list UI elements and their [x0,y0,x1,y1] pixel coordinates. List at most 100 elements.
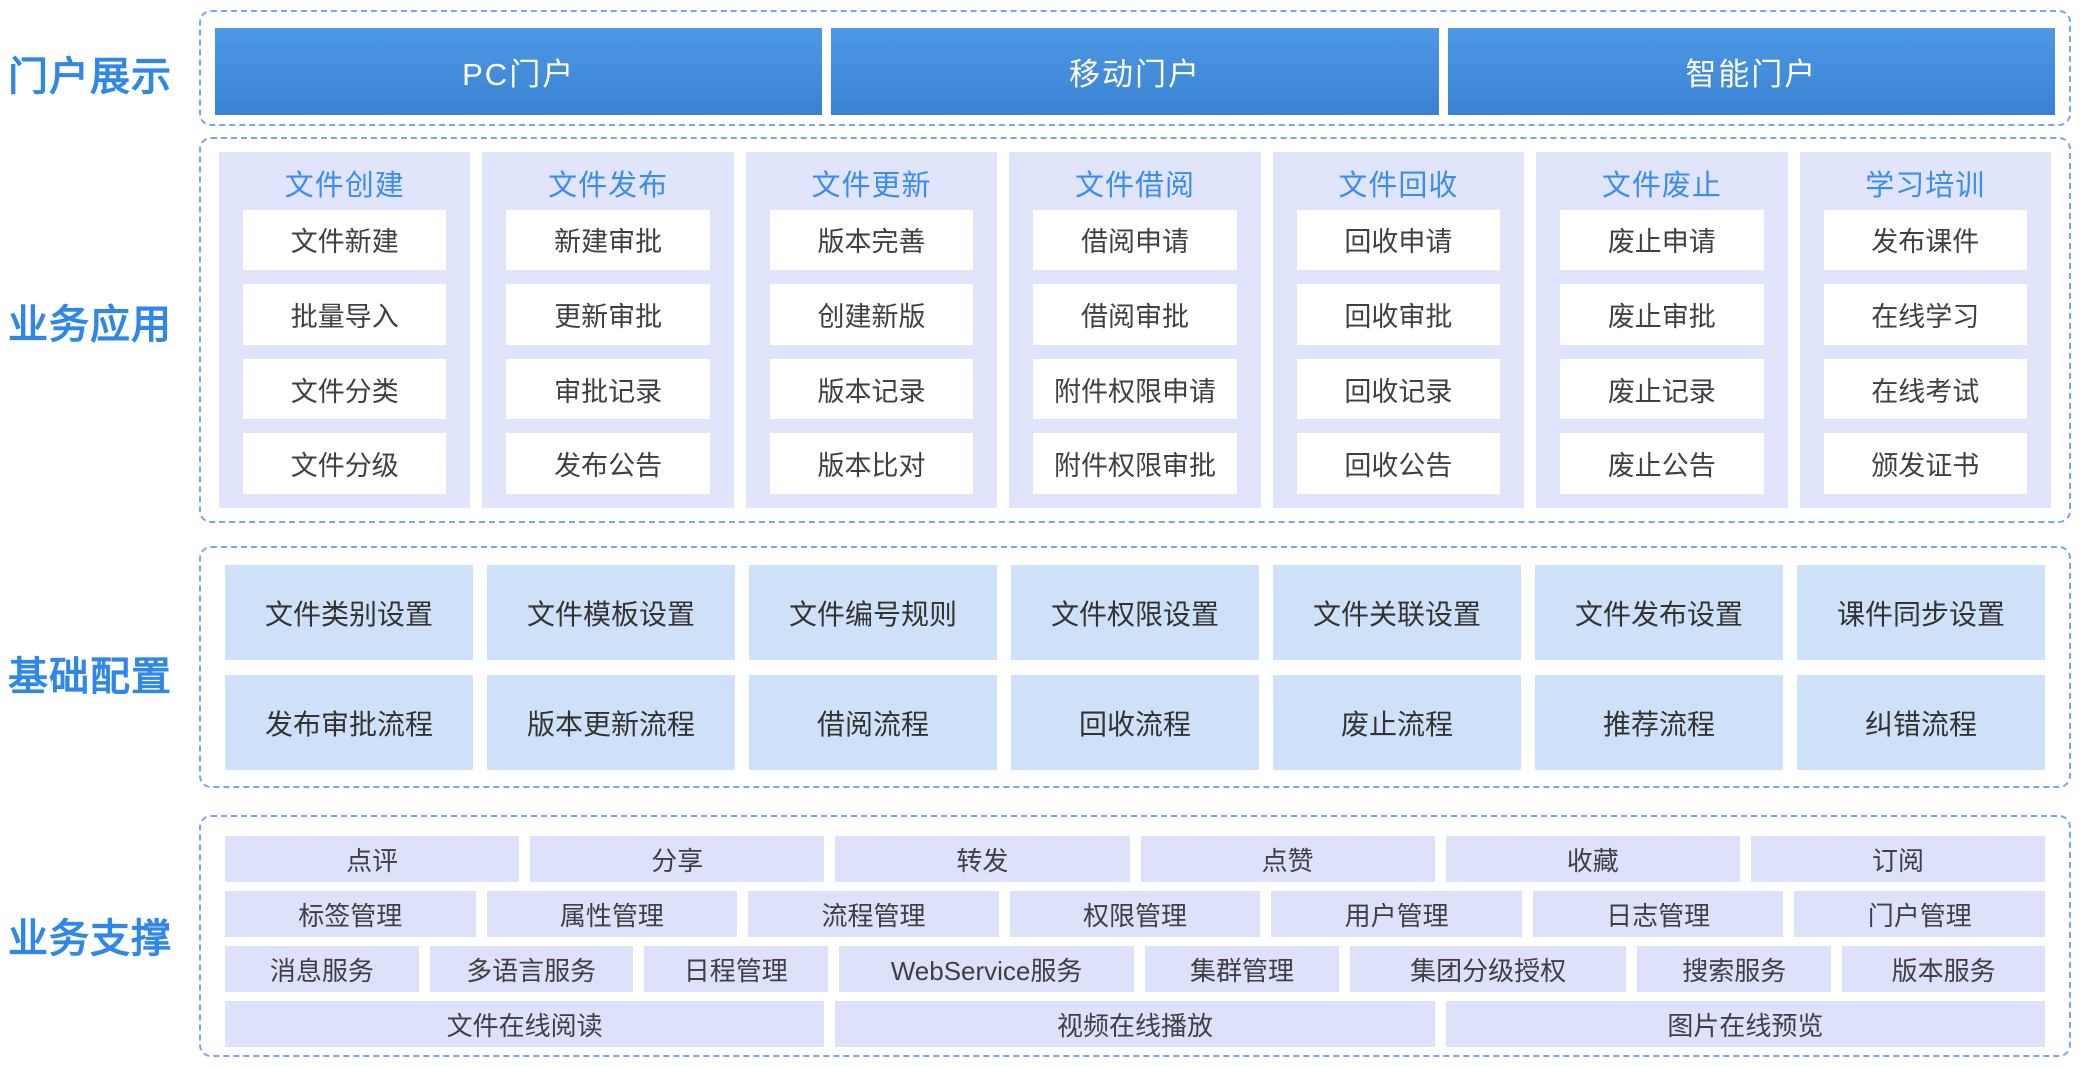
config-rows: 文件类别设置文件模板设置文件编号规则文件权限设置文件关联设置文件发布设置课件同步… [225,565,2045,770]
support-item: 标签管理 [225,891,476,937]
support-row: 文件在线阅读视频在线播放图片在线预览 [225,1001,2045,1047]
app-column-header: 文件回收 [1338,169,1459,202]
section-label-support: 业务支撑 [8,917,172,961]
app-item: 在线学习 [1823,284,2027,345]
app-item: 借阅审批 [1033,284,1237,345]
config-item: 回收流程 [1011,675,1259,770]
portal-bars: PC门户移动门户智能门户 [215,28,2055,115]
section-config: 文件类别设置文件模板设置文件编号规则文件权限设置文件关联设置文件发布设置课件同步… [199,546,2071,788]
support-rows: 点评分享转发点赞收藏订阅标签管理属性管理流程管理权限管理用户管理日志管理门户管理… [225,836,2046,1047]
app-item: 废止审批 [1560,284,1764,345]
app-item: 回收申请 [1296,209,1501,271]
app-column: 文件借阅借阅申请借阅审批附件权限申请附件权限审批 [1009,152,1261,508]
support-item: 日程管理 [643,946,828,992]
support-item: 集群管理 [1145,946,1339,992]
support-item: 消息服务 [225,946,419,992]
app-item: 废止公告 [1560,433,1764,495]
app-item: 附件权限申请 [1033,358,1237,420]
app-column-header: 文件废止 [1601,169,1722,202]
support-item: 文件在线阅读 [225,1001,825,1047]
section-label-apps: 业务应用 [8,303,172,347]
section-label-config: 基础配置 [8,655,172,699]
config-item: 发布审批流程 [225,675,473,770]
support-row: 点评分享转发点赞收藏订阅 [225,836,2046,882]
app-item: 版本完善 [769,209,974,271]
app-item: 附件权限审批 [1033,433,1237,495]
app-column: 文件回收回收申请回收审批回收记录回收公告 [1272,152,1525,508]
config-item: 废止流程 [1273,675,1521,770]
app-item: 版本记录 [769,358,974,420]
support-item: 门户管理 [1794,891,2046,937]
app-item: 在线考试 [1823,358,2027,420]
config-item: 文件关联设置 [1273,565,1521,660]
support-row: 标签管理属性管理流程管理权限管理用户管理日志管理门户管理 [225,891,2046,937]
support-item: 订阅 [1750,836,2046,882]
config-item: 文件类别设置 [225,565,473,660]
app-column: 文件创建文件新建批量导入文件分类文件分级 [219,152,471,508]
app-item: 回收记录 [1296,358,1501,420]
app-item: 借阅申请 [1033,209,1237,271]
support-item: 转发 [835,836,1130,882]
config-item: 文件模板设置 [487,565,735,660]
config-item: 版本更新流程 [487,675,735,770]
config-row: 发布审批流程版本更新流程借阅流程回收流程废止流程推荐流程纠错流程 [225,675,2045,770]
app-item: 回收公告 [1296,433,1501,495]
app-item: 回收审批 [1296,284,1501,345]
config-item: 文件权限设置 [1011,565,1259,660]
support-item: 属性管理 [486,891,738,937]
support-item: 点评 [225,836,520,882]
support-item: 收藏 [1445,836,1740,882]
portal-bar: 智能门户 [1447,28,2055,115]
section-portal: PC门户移动门户智能门户 [199,10,2071,126]
section-apps: 文件创建文件新建批量导入文件分类文件分级 文件发布新建审批更新审批审批记录发布公告… [199,137,2071,523]
app-column-header: 文件更新 [811,169,932,202]
app-column-header: 文件发布 [548,169,669,202]
app-item: 审批记录 [506,358,710,420]
portal-bar: 移动门户 [831,28,1439,115]
portal-bar: PC门户 [215,28,823,115]
app-column-header: 文件借阅 [1074,169,1195,202]
section-label-portal: 门户展示 [8,55,172,99]
app-item: 废止申请 [1560,209,1764,271]
app-item: 版本比对 [769,433,974,495]
support-item: 视频在线播放 [835,1001,1435,1047]
support-item: 用户管理 [1271,891,1522,937]
app-column: 学习培训发布课件在线学习在线考试颁发证书 [1799,152,2051,508]
app-item: 更新审批 [506,284,710,345]
app-column: 文件废止废止申请废止审批废止记录废止公告 [1536,152,1788,508]
app-column: 文件更新版本完善创建新版版本记录版本比对 [745,152,998,508]
app-column-header: 学习培训 [1865,169,1986,202]
app-item: 文件新建 [243,209,447,271]
app-item: 批量导入 [243,284,447,345]
support-item: 权限管理 [1009,891,1261,937]
app-item: 文件分类 [243,358,447,420]
support-item: 日志管理 [1532,891,1784,937]
app-columns: 文件创建文件新建批量导入文件分类文件分级 文件发布新建审批更新审批审批记录发布公告… [219,152,2051,508]
support-item: 版本服务 [1842,946,2046,992]
config-item: 文件发布设置 [1535,565,1783,660]
app-item: 废止记录 [1560,358,1764,420]
app-item: 颁发证书 [1823,433,2027,495]
section-support: 点评分享转发点赞收藏订阅标签管理属性管理流程管理权限管理用户管理日志管理门户管理… [199,815,2071,1057]
app-item: 文件分级 [243,433,447,495]
support-item: 图片在线预览 [1445,1001,2045,1047]
support-item: WebService服务 [839,946,1135,992]
config-item: 文件编号规则 [749,565,997,660]
config-item: 借阅流程 [749,675,997,770]
support-item: 搜索服务 [1637,946,1832,992]
support-item: 分享 [530,836,825,882]
app-item: 发布公告 [506,433,710,495]
support-item: 点赞 [1140,836,1435,882]
app-item: 发布课件 [1823,209,2027,271]
support-item: 多语言服务 [429,946,633,992]
config-item: 推荐流程 [1535,675,1783,770]
config-row: 文件类别设置文件模板设置文件编号规则文件权限设置文件关联设置文件发布设置课件同步… [225,565,2045,660]
app-column-header: 文件创建 [284,169,405,202]
config-item: 纠错流程 [1797,675,2045,770]
support-item: 流程管理 [748,891,999,937]
config-item: 课件同步设置 [1797,565,2045,660]
app-item: 新建审批 [506,209,710,271]
app-item: 创建新版 [769,284,974,345]
